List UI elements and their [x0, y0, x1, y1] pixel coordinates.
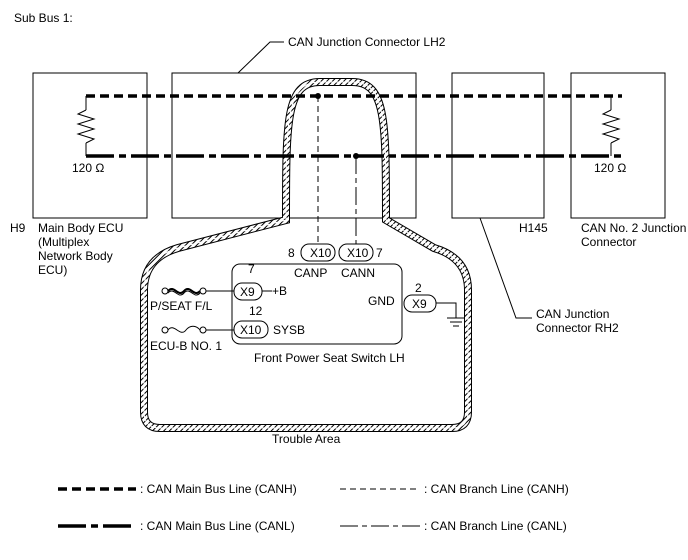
cann-label: CANN [341, 266, 375, 280]
gnd-connector-id: X9 [412, 297, 427, 311]
ground-icon [436, 302, 465, 327]
canp-connector-id: X10 [310, 246, 332, 260]
legend: : CAN Main Bus Line (CANH) : CAN Branch … [58, 482, 569, 533]
cann-connector-id: X10 [347, 246, 369, 260]
lh2-leader-line [237, 41, 284, 74]
sysb-connector [233, 320, 269, 339]
sysb-pin: 12 [249, 304, 263, 318]
junction-rh2-name-2: Connector RH2 [536, 321, 619, 335]
junction-connector-rh2-box [451, 72, 545, 219]
main-body-ecu-name-3: Network Body [38, 249, 113, 263]
can-no2-junction-code: H145 [519, 221, 548, 235]
canp-pin: 8 [288, 246, 295, 260]
b-pin: 7 [248, 262, 255, 276]
cann-pin: 7 [376, 246, 383, 260]
rh2-leader-line [479, 217, 532, 319]
legend-main-canl: : CAN Main Bus Line (CANL) [140, 519, 295, 533]
fusible-link-icon [161, 287, 207, 296]
can-no2-junction-name-2: Connector [581, 235, 636, 249]
b-label: +B [272, 284, 287, 298]
main-body-ecu-name-2: (Multiplex [38, 235, 89, 249]
main-body-ecu-code: H9 [10, 221, 26, 235]
sysb-label: SYSB [273, 323, 305, 337]
sysb-fuse-label: ECU-B NO. 1 [150, 339, 222, 353]
can-no2-junction-box [570, 72, 666, 219]
can-no2-junction-name-1: CAN No. 2 Junction [581, 221, 686, 235]
gnd-pin: 2 [415, 281, 422, 295]
gnd-label: GND [368, 294, 395, 308]
left-resistor-value: 120 Ω [72, 161, 104, 175]
diagram-title: Sub Bus 1: [14, 11, 73, 25]
junction-lh2-label: CAN Junction Connector LH2 [288, 35, 446, 49]
seat-switch-box [231, 263, 403, 345]
left-terminator-resistor-icon [76, 96, 96, 156]
legend-branch-canl: : CAN Branch Line (CANL) [424, 519, 567, 533]
main-body-ecu-box [32, 72, 148, 219]
right-resistor-value: 120 Ω [594, 161, 626, 175]
sysb-connector-id: X10 [240, 323, 262, 337]
legend-branch-canh: : CAN Branch Line (CANH) [424, 482, 569, 496]
main-body-ecu-name-1: Main Body ECU [38, 221, 123, 235]
junction-rh2-name-1: CAN Junction [536, 307, 609, 321]
cann-connector [338, 243, 374, 262]
trouble-area-label: Trouble Area [272, 432, 341, 446]
canp-label: CANP [294, 266, 327, 280]
b-fuse-label: P/SEAT F/L [150, 299, 213, 313]
main-body-ecu-name-4: ECU) [38, 263, 67, 277]
junction-connector-lh2-box [171, 72, 417, 219]
legend-main-canh: : CAN Main Bus Line (CANH) [140, 482, 297, 496]
canp-connector [300, 243, 336, 262]
seat-switch-name: Front Power Seat Switch LH [254, 351, 405, 365]
b-connector-id: X9 [240, 285, 255, 299]
right-terminator-resistor-icon [601, 96, 621, 156]
fuse-icon [161, 325, 207, 334]
